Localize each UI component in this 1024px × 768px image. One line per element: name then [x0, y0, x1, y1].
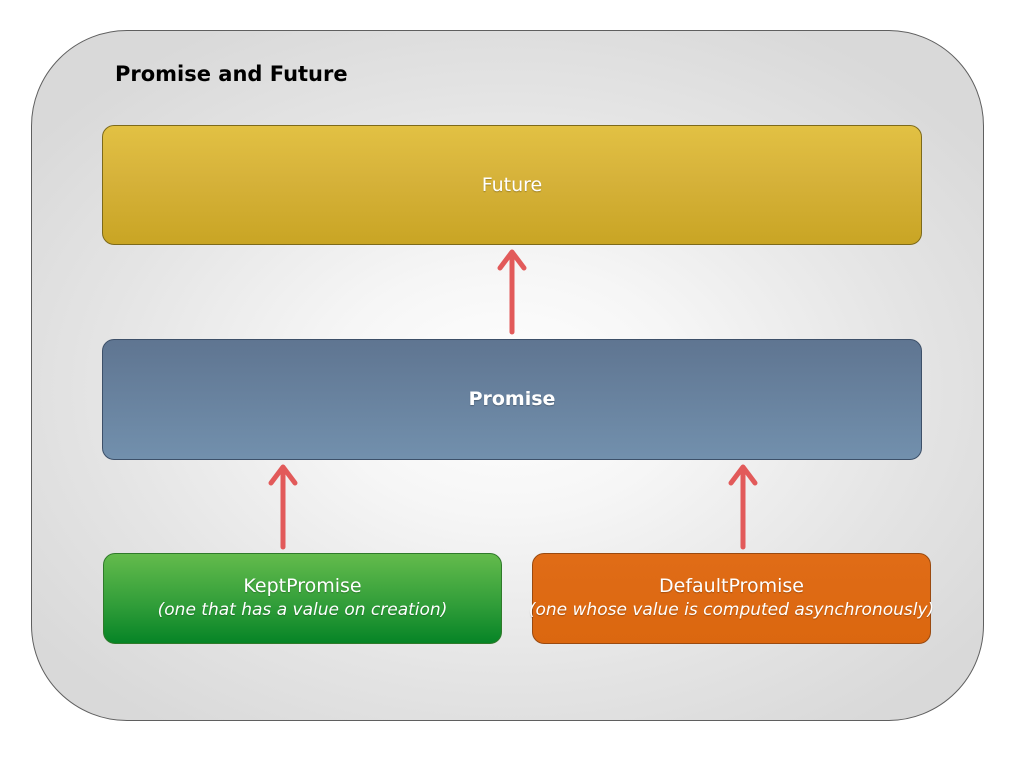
default-promise-node-label: DefaultPromise	[659, 574, 804, 597]
default-promise-node-description: (one whose value is computed asynchronou…	[528, 600, 935, 621]
future-node: Future	[102, 125, 922, 245]
default-promise-node: DefaultPromise (one whose value is compu…	[528, 553, 935, 644]
promise-node: Promise	[102, 339, 922, 460]
diagram-title: Promise and Future	[115, 62, 348, 86]
promise-node-label: Promise	[468, 388, 556, 411]
kept-promise-node-label: KeptPromise	[243, 574, 362, 597]
future-node-label: Future	[481, 173, 543, 196]
kept-promise-node-description: (one that has a value on creation)	[157, 600, 448, 621]
kept-promise-node: KeptPromise (one that has a value on cre…	[103, 553, 502, 644]
